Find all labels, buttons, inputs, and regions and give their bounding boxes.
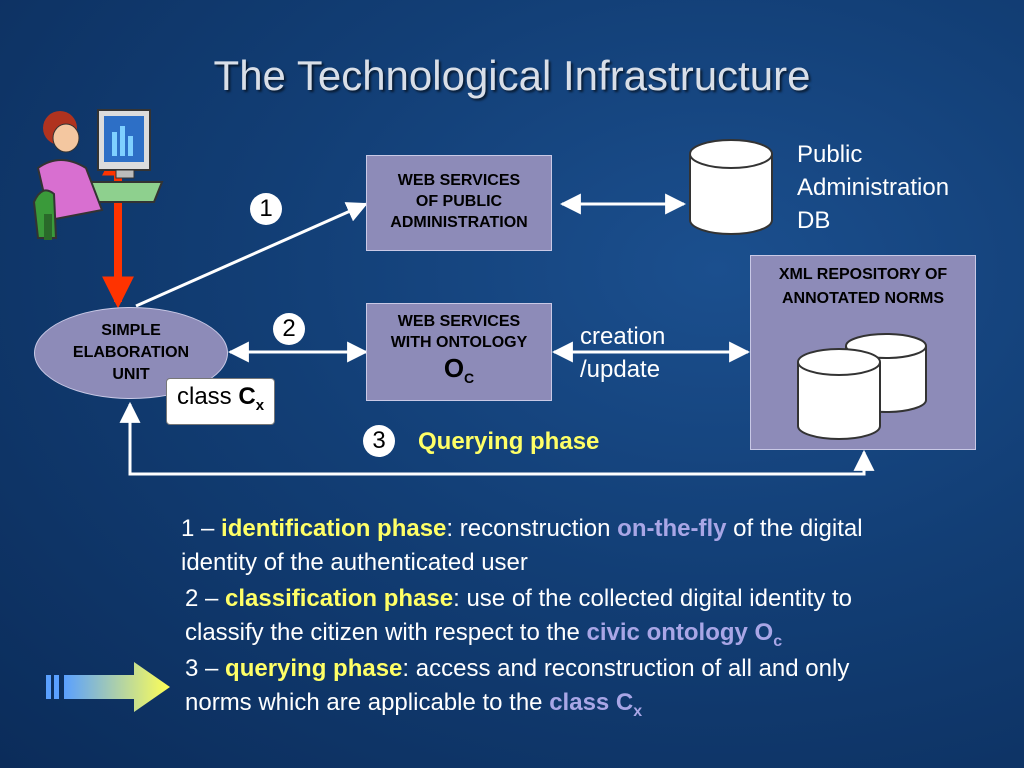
step-3-badge: 3 xyxy=(363,425,395,457)
step-2-badge: 2 xyxy=(273,313,305,345)
web-services-pa-box: WEB SERVICES OF PUBLIC ADMINISTRATION xyxy=(366,155,552,251)
class-cx-box: class Cx xyxy=(166,378,276,425)
xml-repository-box: XML REPOSITORY OF ANNOTATED NORMS xyxy=(750,255,976,450)
database-cylinder-icon xyxy=(689,139,773,235)
creation-update-label: creation /update xyxy=(580,323,666,383)
database-cylinders-icon xyxy=(797,333,927,440)
pointer-arrow-icon xyxy=(46,662,170,712)
bullet-1: 1 – identification phase: reconstruction… xyxy=(181,515,863,576)
edge-querying-loop xyxy=(119,401,875,476)
user-at-computer-icon xyxy=(32,109,164,240)
public-administration-db-label: Public Administration DB xyxy=(797,141,950,234)
step-1-badge: 1 xyxy=(250,193,282,225)
bullet-2: 2 – classification phase: use of the col… xyxy=(185,585,853,650)
slide-title: The Technological Infrastructure xyxy=(213,52,811,99)
simple-elaboration-unit: SIMPLE ELABORATION UNIT xyxy=(34,307,228,399)
ontology-symbol: OC xyxy=(443,353,475,387)
web-services-ontology-box: WEB SERVICES WITH ONTOLOGY OC xyxy=(366,303,552,401)
edge-seu-to-ws-pa xyxy=(135,202,368,308)
querying-phase-label: Querying phase xyxy=(418,428,600,455)
bullet-3: 3 – querying phase: access and reconstru… xyxy=(185,655,850,720)
